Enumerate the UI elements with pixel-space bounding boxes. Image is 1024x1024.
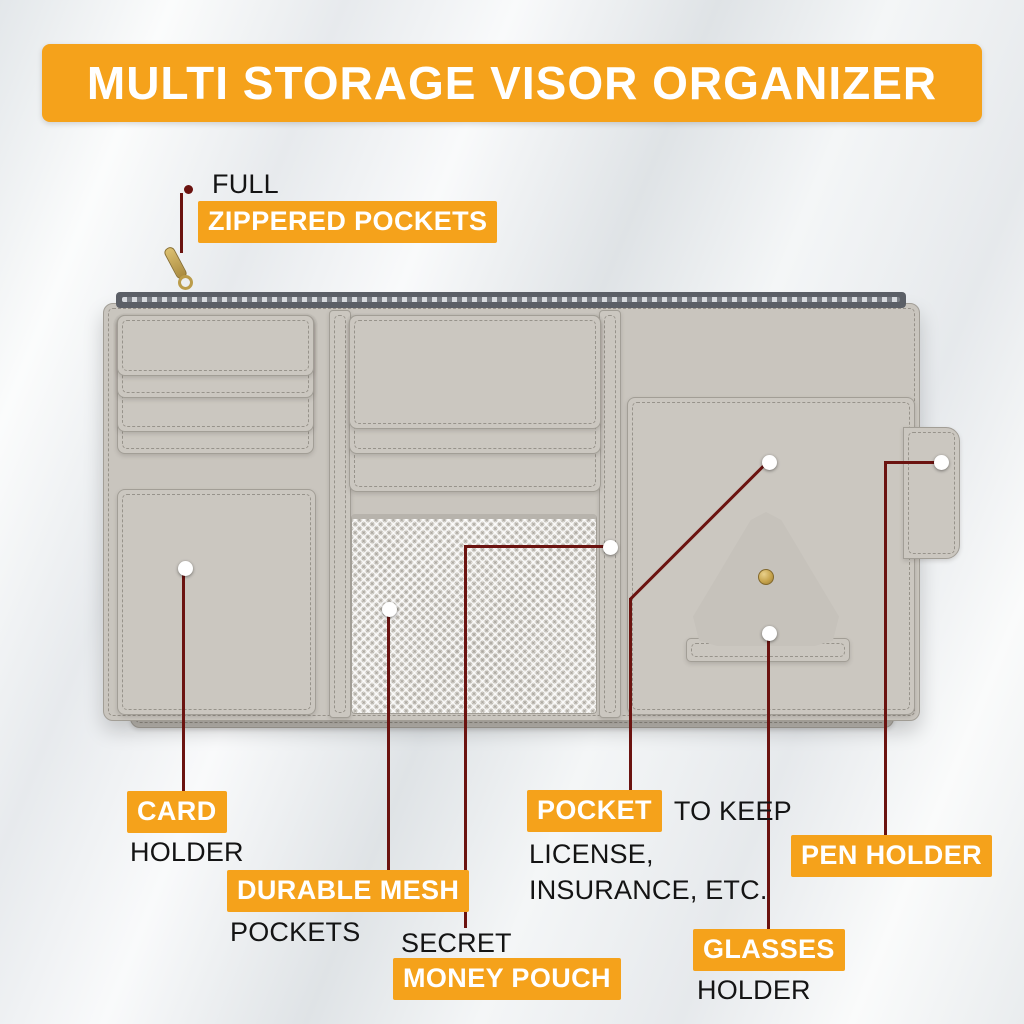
marker-dot-money xyxy=(603,540,618,555)
card-holder-suffix-text: HOLDER xyxy=(130,837,244,867)
zipper-pull-ring-icon xyxy=(178,275,193,290)
money-pouch-label: MONEY POUCH xyxy=(393,958,621,1000)
callout-line-pen-h xyxy=(886,461,938,464)
card-holder-badge: CARD xyxy=(127,791,227,833)
durable-mesh-label: DURABLE MESH xyxy=(227,870,470,912)
card-holder-label: CARD xyxy=(127,791,227,833)
glasses-holder-badge: GLASSES xyxy=(693,929,845,971)
card-holder-pocket xyxy=(117,489,316,715)
pen-holder-tab xyxy=(903,427,960,559)
license-pocket-badge: POCKET xyxy=(527,790,662,832)
marker-dot-pocket xyxy=(762,455,777,470)
middle-slot xyxy=(349,315,601,429)
zipper-icon xyxy=(116,292,906,308)
license-pocket-line3-text: INSURANCE, ETC. xyxy=(529,875,768,905)
money-pouch-prefix: SECRET xyxy=(401,927,512,959)
callout-line-glasses xyxy=(767,633,770,932)
banner: MULTI STORAGE VISOR ORGANIZER xyxy=(42,44,982,122)
glasses-holder-suffix: HOLDER xyxy=(697,974,811,1006)
pen-holder-badge: PEN HOLDER xyxy=(791,835,993,877)
glasses-holder-label: GLASSES xyxy=(693,929,845,971)
card-holder-suffix: HOLDER xyxy=(130,836,244,868)
banner-title: MULTI STORAGE VISOR ORGANIZER xyxy=(86,57,938,109)
zippered-pockets-label: ZIPPERED POCKETS xyxy=(198,201,498,243)
license-pocket-label: POCKET TO KEEP xyxy=(527,790,792,832)
pen-holder-label: PEN HOLDER xyxy=(791,835,993,877)
divider-strap xyxy=(329,310,351,718)
snap-button-icon xyxy=(758,569,774,585)
license-pocket-line2: LICENSE, xyxy=(529,838,654,870)
durable-mesh-badge: DURABLE MESH xyxy=(227,870,470,912)
callout-line-card xyxy=(182,568,185,792)
license-pocket-line3: INSURANCE, ETC. xyxy=(529,874,768,906)
money-pouch-badge: MONEY POUCH xyxy=(393,958,621,1000)
zippered-pockets-prefix: FULL xyxy=(212,168,279,200)
callout-line-money-h xyxy=(464,545,611,548)
marker-dot-card xyxy=(178,561,193,576)
card-slot xyxy=(117,315,314,376)
license-pocket-line2-text: LICENSE, xyxy=(529,839,654,869)
money-pouch-prefix-text: SECRET xyxy=(401,928,512,958)
marker-dot-glasses xyxy=(762,626,777,641)
zippered-pockets-prefix-text: FULL xyxy=(212,169,279,199)
marker-dot-pen xyxy=(934,455,949,470)
license-pocket-inline-text: TO KEEP xyxy=(673,795,792,826)
zippered-pockets-badge: ZIPPERED POCKETS xyxy=(198,201,498,243)
durable-mesh-suffix-text: POCKETS xyxy=(230,917,361,947)
callout-line-mesh xyxy=(387,610,390,871)
callout-line-pen-v xyxy=(884,461,887,838)
marker-dot-mesh xyxy=(382,602,397,617)
callout-anchor-zipper xyxy=(184,185,193,194)
glasses-holder-suffix-text: HOLDER xyxy=(697,975,811,1005)
durable-mesh-suffix: POCKETS xyxy=(230,916,360,948)
callout-line-zipper xyxy=(180,193,183,253)
callout-line-pocket-v xyxy=(629,598,632,792)
callout-line-money-v xyxy=(464,545,467,928)
divider-strap xyxy=(599,310,621,718)
